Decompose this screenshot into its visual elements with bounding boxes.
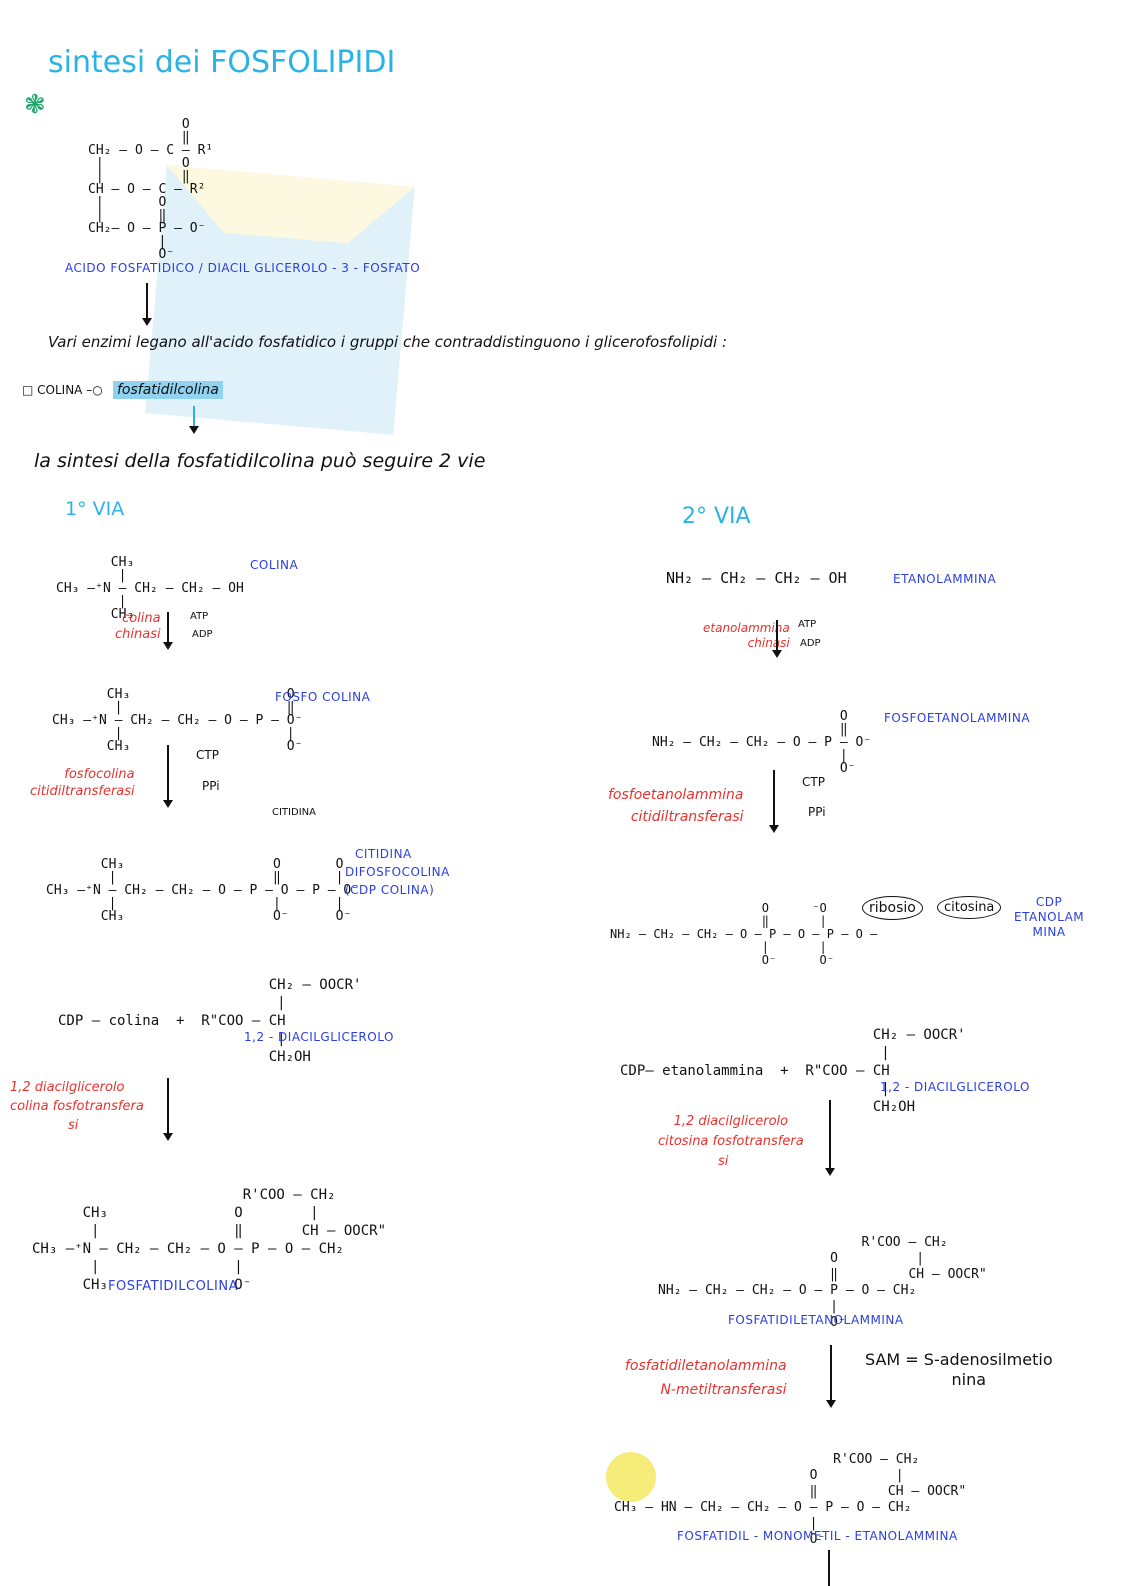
reaction-arrow — [163, 612, 173, 650]
phosphoethanolamine-structure: O ‖NH₂ – CH₂ – CH₂ – O – P – O⁻ | O⁻ — [652, 709, 872, 776]
down-arrow — [142, 283, 152, 326]
via1-heading: 1° VIA — [65, 498, 125, 520]
reaction-arrow — [826, 1345, 836, 1408]
reaction-arrow — [769, 770, 779, 833]
choline-label: COLINA — [250, 558, 299, 572]
reaction-arrow — [825, 1100, 835, 1176]
choline-dag-reaction: CH₂ – OOCR' |CDP – colina + R"COO – CH |… — [58, 977, 362, 1065]
phosphatidic-acid-structure: O ‖CH₂ – O – C – R¹ | O | ‖CH – O – C – … — [88, 117, 214, 262]
diacylglycerol-label: 1,2 - DIACILGLICEROLO — [244, 1030, 394, 1044]
cdp-choline-structure: CH₃ O O | ‖ |CH₃ –⁺N – CH₂ – CH₂ – O – P… — [46, 857, 360, 924]
diacylglycerol-label: 1,2 - DIACILGLICEROLO — [880, 1080, 1030, 1094]
intro-sentence: Vari enzimi legano all'acido fosfatidico… — [48, 333, 728, 351]
ethanolamine-dag-reaction: CH₂ – OOCR' |CDP– etanolammina + R"COO –… — [620, 1027, 966, 1115]
ribose-circled: ribosio — [862, 896, 923, 920]
choline-structure: CH₃ |CH₃ –⁺N – CH₂ – CH₂ – OH | CH₃ — [56, 555, 244, 622]
adp-label: ADP — [800, 638, 821, 649]
phosphatidylcholine-highlight: fosfatidilcolina — [113, 381, 223, 399]
atp-label: ATP — [190, 611, 209, 622]
ppi-label: PPi — [808, 805, 826, 819]
citidina-top-label: CITIDINA — [272, 807, 316, 818]
ppi-label: PPi — [202, 779, 220, 793]
phosphocholine-structure: CH₃ O | ‖CH₃ –⁺N – CH₂ – CH₂ – O – P – O… — [52, 687, 303, 754]
ethanolamine-structure: NH₂ – CH₂ – CH₂ – OH — [666, 569, 847, 587]
phosphatidylcholine-label: FOSFATIDILCOLINA — [108, 1279, 238, 1294]
atp-label: ATP — [798, 619, 817, 630]
monomethyl-label: FOSFATIDIL - MONOMETIL - ETANOLAMMINA — [677, 1529, 958, 1543]
via2-heading: 2° VIA — [682, 504, 751, 529]
blue-down-arrow — [189, 406, 199, 434]
colina-item: □ COLINA –○ — [22, 383, 103, 397]
ctp-label: CTP — [196, 748, 219, 762]
phosphatidylcholine-structure: R'COO – CH₂ CH₃ O | | ‖ CH – OOCR"CH₃ –⁺… — [32, 1187, 387, 1293]
methyl-highlight — [606, 1452, 656, 1502]
asterisk-bullet-icon: ❃ — [24, 90, 46, 120]
reaction-arrow — [163, 745, 173, 808]
ctp-label: CTP — [802, 775, 825, 789]
phosphoethanolamine-label: FOSFOETANOLAMMINA — [884, 711, 1031, 725]
ethanolamine-label: ETANOLAMMINA — [893, 572, 997, 586]
phosphatidylethanolamine-structure: R'COO – CH₂ O | ‖ CH – OOCR"NH₂ – CH₂ – … — [658, 1235, 987, 1330]
continuation-line — [828, 1550, 830, 1586]
adp-label: ADP — [192, 629, 213, 640]
two-ways-sentence: la sintesi della fosfatidilcolina può se… — [34, 450, 486, 472]
reaction-arrow — [772, 620, 782, 658]
cdp-ethanolamine-structure: O ⁻O ‖ |NH₂ – CH₂ – CH₂ – O – P – O – P … — [610, 901, 878, 967]
phosphatidic-acid-label: ACIDO FOSFATIDICO / DIACIL GLICEROLO - 3… — [65, 261, 421, 275]
page-title: sintesi dei FOSFOLIPIDI — [48, 45, 396, 80]
phosphocholine-label: FOSFO COLINA — [275, 690, 371, 704]
skuola-watermark-logo — [145, 165, 415, 435]
phosphatidylethanolamine-label: FOSFATIDILETANOLAMMINA — [728, 1313, 904, 1327]
monomethyl-structure: R'COO – CH₂ O | ‖ CH – OOCR"CH₃ – HN – C… — [614, 1452, 967, 1547]
cytosine-circled: citosina — [937, 896, 1002, 919]
reaction-arrow — [163, 1078, 173, 1141]
